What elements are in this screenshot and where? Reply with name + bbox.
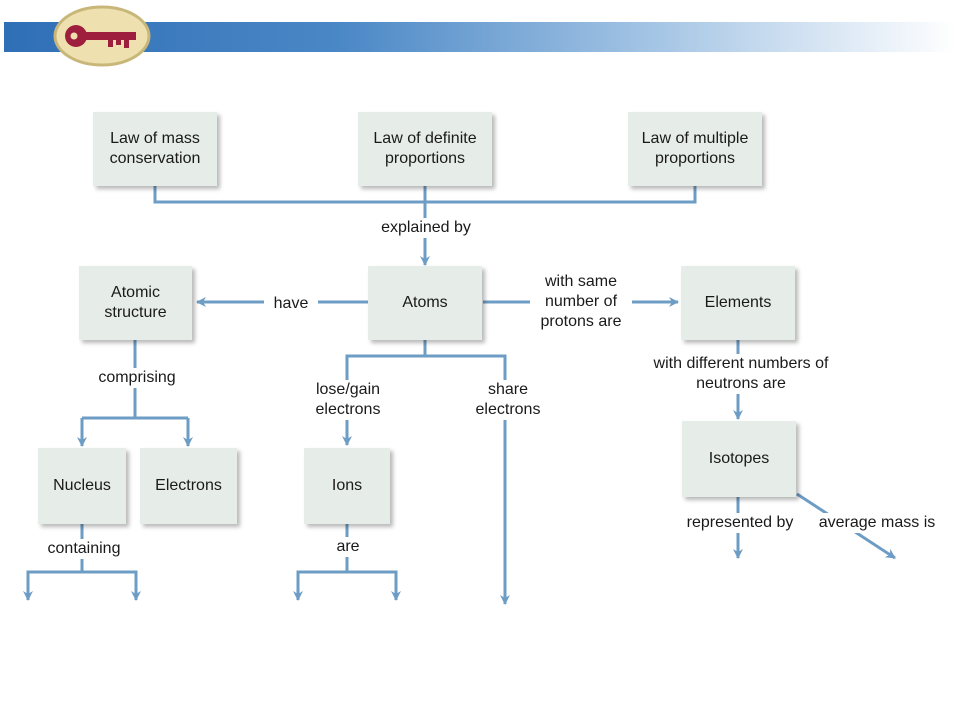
connector-nucleus-containing-right <box>82 570 141 601</box>
key-icon <box>53 5 151 67</box>
connector-share-electrons <box>425 354 510 605</box>
connector-to-nucleus <box>82 416 188 446</box>
box-law-multiple-proportions: Law of multiple proportions <box>628 112 762 186</box>
label-share-electrons: share electrons <box>464 380 552 420</box>
label-containing: containing <box>36 539 132 559</box>
label-represented-by: represented by <box>674 513 806 533</box>
label-have: have <box>264 294 318 314</box>
label-lose-gain-electrons: lose/gain electrons <box>302 380 394 420</box>
connector-ions-are-right <box>347 570 401 601</box>
label-are: are <box>326 537 370 557</box>
label-same-protons: with same number of protons are <box>530 272 632 332</box>
label-comprising: comprising <box>88 368 186 388</box>
box-ions: Ions <box>304 448 390 524</box>
connector-ions-are <box>293 524 349 601</box>
box-law-definite-proportions: Law of definite proportions <box>358 112 492 186</box>
box-electrons: Electrons <box>140 448 237 524</box>
box-elements: Elements <box>681 266 795 340</box>
box-atomic-structure: Atomic structure <box>79 266 192 340</box>
header-banner <box>4 22 956 52</box>
box-law-mass-conservation: Law of mass conservation <box>93 112 217 186</box>
label-different-neutrons: with different numbers of neutrons are <box>648 354 834 394</box>
box-isotopes: Isotopes <box>682 421 796 497</box>
box-nucleus: Nucleus <box>38 448 126 524</box>
connector-nucleus-containing <box>23 524 84 601</box>
label-average-mass: average mass is <box>806 513 948 533</box>
label-explained-by: explained by <box>372 218 480 238</box>
box-atoms: Atoms <box>368 266 482 340</box>
